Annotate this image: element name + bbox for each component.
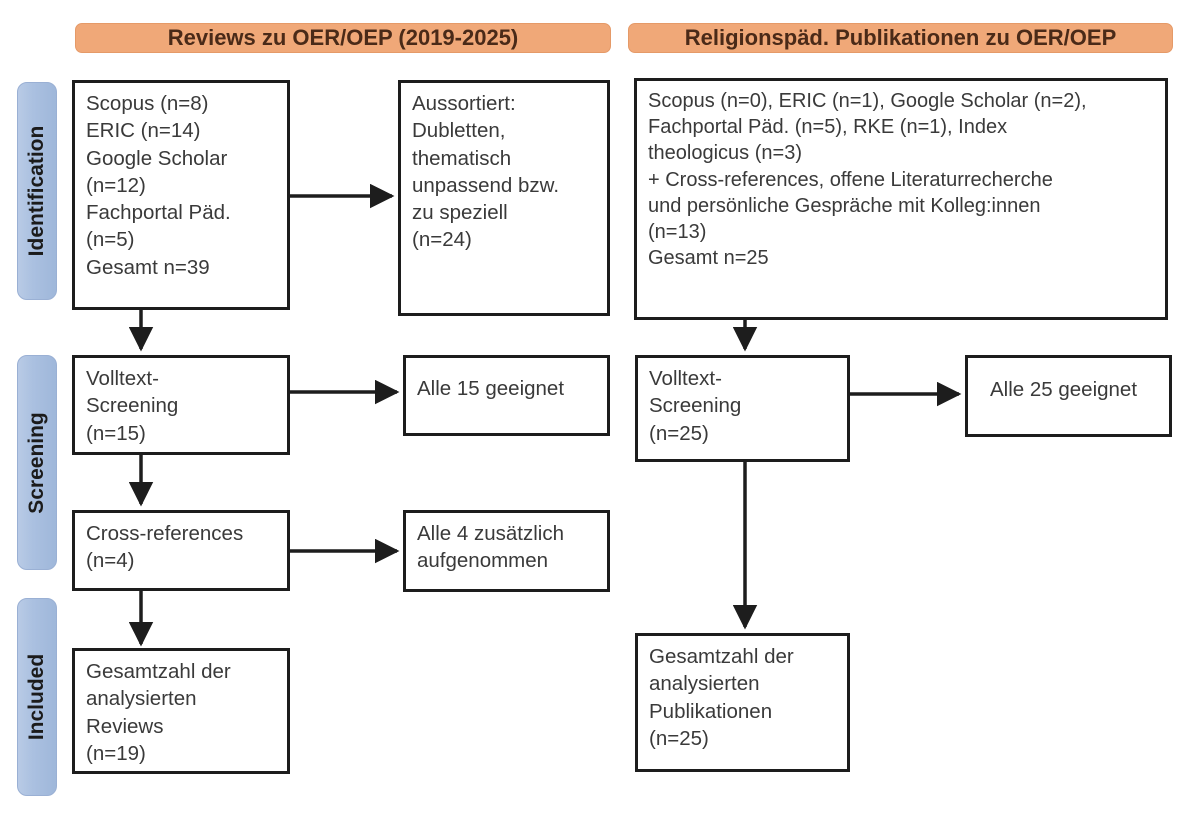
box-right-fulltext-screening-text: Volltext- Screening (n=25) [649,367,742,445]
box-left-sources-text: Scopus (n=8) ERIC (n=14) Google Scholar … [86,92,231,279]
box-left-sources: Scopus (n=8) ERIC (n=14) Google Scholar … [72,80,290,310]
stage-pill-included: Included [17,598,57,796]
box-left-fulltext-screening-text: Volltext- Screening (n=15) [86,367,179,445]
box-left-excluded-text: Aussortiert: Dubletten, thematisch unpas… [412,92,560,252]
column-header-left-label: Reviews zu OER/OEP (2019-2025) [167,25,519,50]
box-right-fulltext-result: Alle 25 geeignet [965,355,1172,437]
box-right-sources: Scopus (n=0), ERIC (n=1), Google Scholar… [634,78,1168,320]
column-header-right: Religionspäd. Publikationen zu OER/OEP [628,23,1173,53]
column-header-left: Reviews zu OER/OEP (2019-2025) [75,23,611,53]
box-right-fulltext-screening: Volltext- Screening (n=25) [635,355,850,462]
box-right-included-total-text: Gesamtzahl der analysierten Publikatione… [649,645,794,750]
box-right-included-total: Gesamtzahl der analysierten Publikatione… [635,633,850,772]
box-left-included-total: Gesamtzahl der analysierten Reviews (n=1… [72,648,290,774]
box-left-crossrefs-result-text: Alle 4 zusätzlich aufgenommen [417,522,564,573]
column-header-right-label: Religionspäd. Publikationen zu OER/OEP [684,25,1117,50]
stage-label-identification: Identification [25,125,48,257]
box-right-sources-text: Scopus (n=0), ERIC (n=1), Google Scholar… [648,90,1087,270]
box-left-crossrefs-text: Cross-references (n=4) [86,522,244,573]
stage-label-included: Included [25,653,48,741]
box-right-fulltext-result-text: Alle 25 geeignet [990,378,1138,401]
box-left-excluded: Aussortiert: Dubletten, thematisch unpas… [398,80,610,316]
stage-pill-screening: Screening [17,355,57,570]
box-left-fulltext-result: Alle 15 geeignet [403,355,610,436]
stage-label-screening: Screening [25,411,48,514]
box-left-crossrefs: Cross-references (n=4) [72,510,290,591]
box-left-fulltext-result-text: Alle 15 geeignet [417,377,565,400]
stage-pill-identification: Identification [17,82,57,300]
box-left-crossrefs-result: Alle 4 zusätzlich aufgenommen [403,510,610,592]
box-left-fulltext-screening: Volltext- Screening (n=15) [72,355,290,455]
box-left-included-total-text: Gesamtzahl der analysierten Reviews (n=1… [86,660,231,765]
